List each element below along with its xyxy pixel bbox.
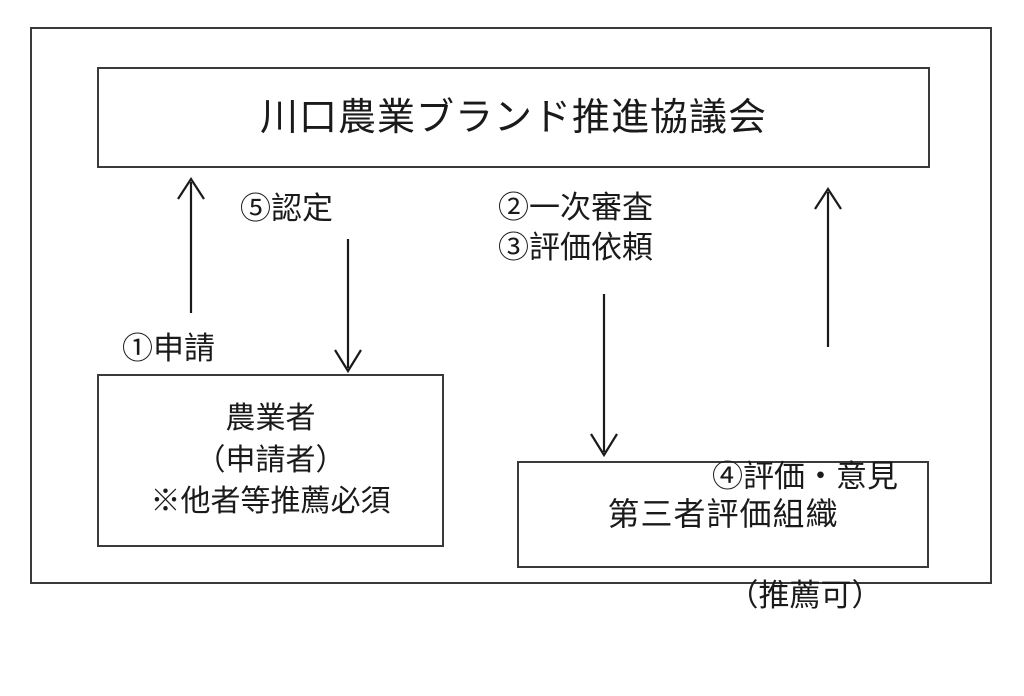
council-box-label: 川口農業ブランド推進協議会 (259, 95, 767, 140)
label-apply: ①申請 (122, 331, 215, 367)
label-certify: ⑤認定 (240, 191, 333, 227)
farmer-box-line-3: ※他者等推薦必須 (150, 484, 391, 520)
label-review: ②一次審査 ③評価依頼 (498, 190, 653, 266)
third-party-evaluation-box-label: 第三者評価組織 (607, 494, 839, 533)
farmer-box-line-1: 農業者 (225, 401, 316, 437)
label-evaluation-line-2: （推薦可） (727, 578, 883, 615)
third-party-evaluation-box: 第三者評価組織 (517, 461, 929, 568)
flow-diagram: 川口農業ブランド推進協議会 農業者 （申請者） ※他者等推薦必須 第三者評価組織… (30, 27, 992, 614)
label-evaluation-line-1: ④評価・意見 (712, 459, 898, 496)
label-evaluation: ④評価・意見 （推薦可） (712, 379, 898, 696)
diagram-outer-frame (30, 27, 992, 584)
council-box: 川口農業ブランド推進協議会 (97, 67, 930, 168)
farmer-box-line-2: （申請者） (195, 442, 346, 478)
farmer-box: 農業者 （申請者） ※他者等推薦必須 (97, 374, 444, 547)
